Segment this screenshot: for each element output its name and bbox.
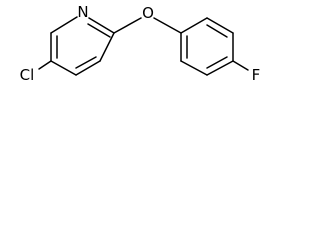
bond-c4-c3-inner bbox=[75, 56, 97, 69]
fluorophenyl-ring bbox=[180, 17, 234, 76]
bond-c4prime-f bbox=[232, 60, 249, 71]
bond-c2-n1 bbox=[88, 17, 115, 34]
bond-c4-c3 bbox=[75, 60, 101, 76]
bond-c2prime-c3prime bbox=[206, 17, 234, 34]
bond-c4prime-c5prime-inner bbox=[206, 56, 228, 69]
atom-label-nitrogen: N bbox=[77, 3, 88, 21]
bond-n1-c6 bbox=[50, 16, 78, 34]
atom-label-chlorine: Cl bbox=[20, 66, 35, 84]
bond-c5-cl bbox=[38, 60, 52, 70]
bond-c3-c2 bbox=[99, 32, 115, 62]
bond-c5-c4 bbox=[50, 60, 77, 76]
bond-c2-n1-inner bbox=[87, 23, 111, 38]
bond-c2prime-c3prime-inner bbox=[206, 24, 228, 38]
atom-label-fluorine: F bbox=[252, 66, 261, 84]
bond-c2-o bbox=[113, 17, 142, 34]
pyridine-ring bbox=[50, 16, 115, 76]
bond-c5prime-c6prime bbox=[180, 60, 208, 76]
chemical-structure-diagram: N O Cl F bbox=[20, 3, 261, 84]
atom-label-oxygen: O bbox=[142, 4, 154, 22]
bond-c1prime-c2prime bbox=[180, 17, 208, 34]
bond-o-c1prime bbox=[153, 17, 182, 34]
bond-c4prime-c5prime bbox=[206, 60, 234, 76]
